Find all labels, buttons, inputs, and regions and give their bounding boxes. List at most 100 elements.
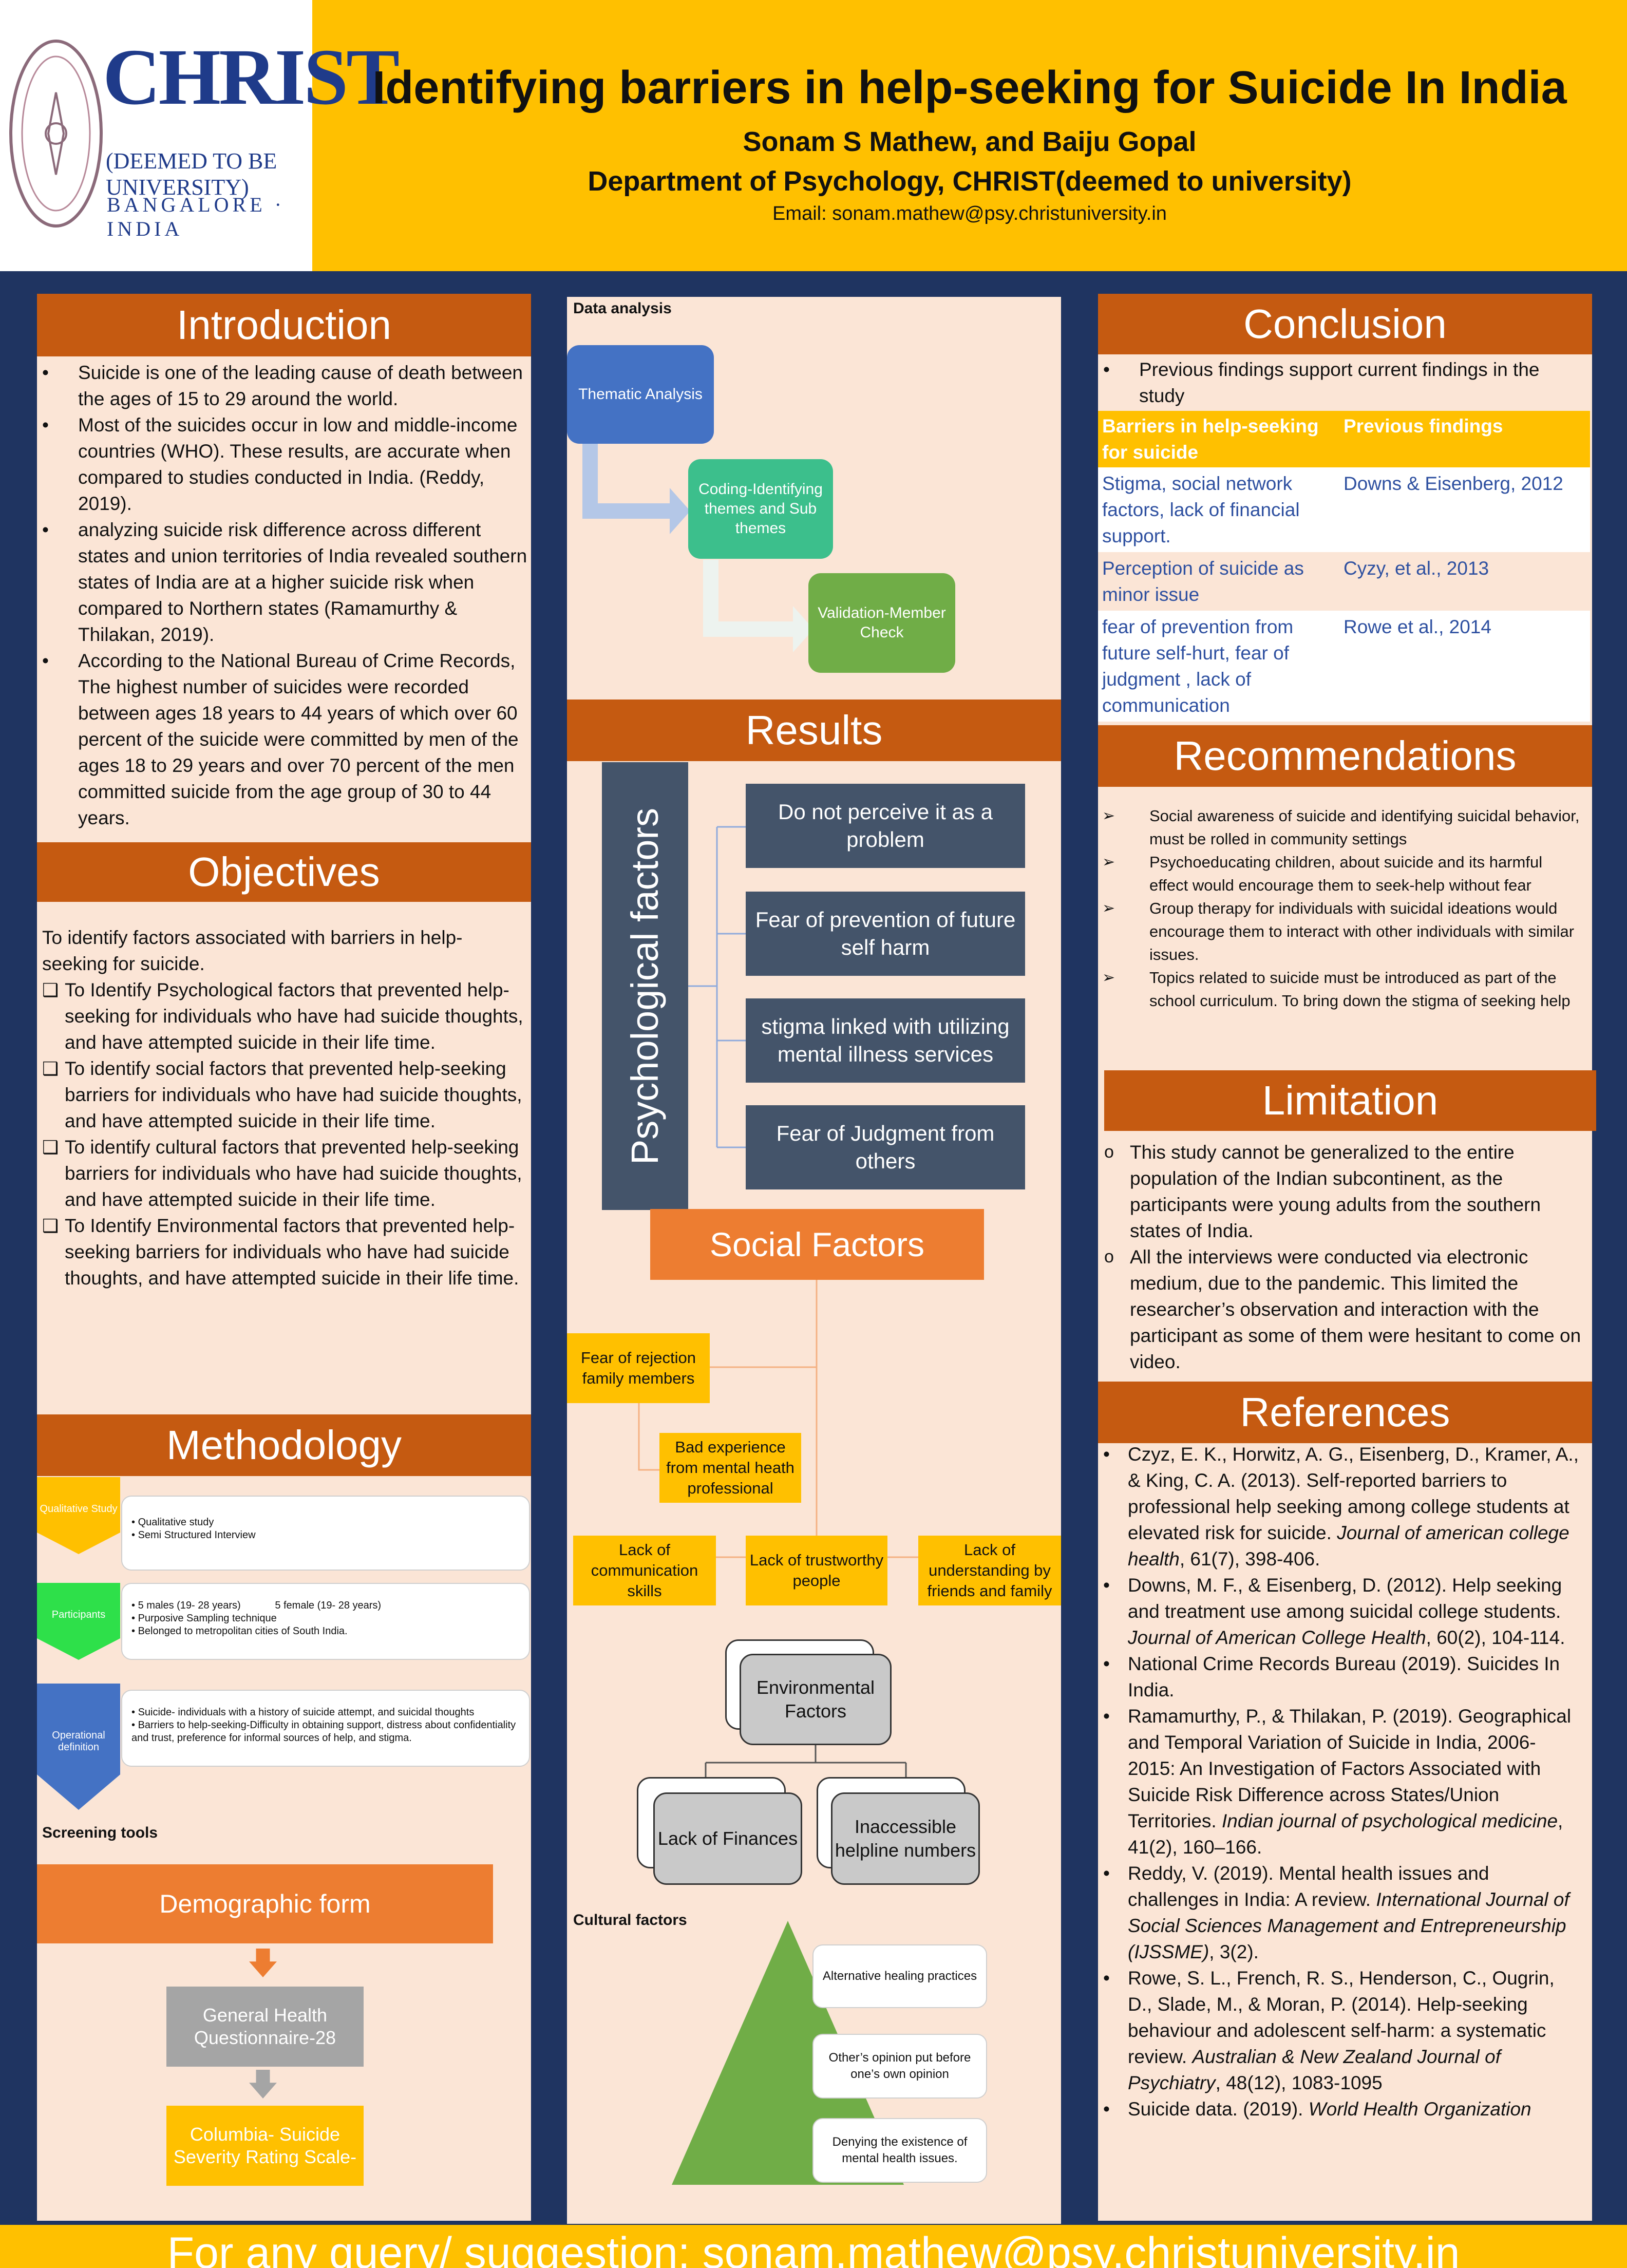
authors: Sonam S Mathew, and Baiju Gopal (743, 126, 1197, 157)
contact-email[interactable]: Email: sonam.mathew@psy.christuniversity… (772, 203, 1167, 224)
box-line: Purposive Sampling technique (131, 1612, 522, 1625)
footer-contact: For any query/ suggestion: sonam.mathew@… (0, 2225, 1627, 2268)
social-factor-box: Bad experience from mental heath profess… (659, 1433, 801, 1503)
reference-text: Suicide data. (2019). (1128, 2099, 1309, 2120)
cultural-factor-box: Other’s opinion put before one’s own opi… (812, 2034, 987, 2099)
list-item: To identify social factors that prevente… (42, 1055, 525, 1134)
list-item: To Identify Psychological factors that p… (42, 977, 525, 1055)
reference-journal: Journal of American College Health (1128, 1627, 1426, 1648)
psychological-connectors (688, 826, 746, 1148)
table-cell: Perception of suicide as minor issue (1098, 552, 1339, 611)
reference-item: Rowe, S. L., French, R. S., Henderson, C… (1098, 1965, 1583, 2096)
psychological-factors-label: Psychological factors (623, 807, 667, 1165)
table-cell: Downs & Eisenberg, 2012 (1339, 467, 1590, 552)
table-cell: fear of prevention from future self-hurt… (1098, 611, 1339, 722)
objectives-heading: Objectives (37, 842, 531, 902)
list-item: To Identify Environmental factors that p… (42, 1213, 525, 1291)
recommendations-heading: Recommendations (1098, 725, 1592, 787)
conclusion-list: Previous findings support current findin… (1098, 356, 1590, 409)
psych-factor-box: stigma linked with utilizing mental illn… (746, 998, 1025, 1083)
recommendations-list: Social awareness of suicide and identify… (1098, 804, 1581, 1012)
objectives-body: To identify factors associated with barr… (42, 924, 525, 1291)
table-cell: Stigma, social network factors, lack of … (1098, 467, 1339, 552)
bent-arrow-icon (582, 437, 690, 534)
references-list: Czyz, E. K., Horwitz, A. G., Eisenberg, … (1098, 1441, 1583, 2122)
reference-text: , 3(2). (1209, 1941, 1259, 1962)
reference-text: Reddy, V. (2019). Mental health issues a… (1128, 1863, 1489, 1910)
table-row: fear of prevention from future self-hurt… (1098, 611, 1590, 722)
list-item: Social awareness of suicide and identify… (1098, 804, 1581, 850)
box-line: Belonged to metropolitan cities of South… (131, 1625, 522, 1638)
demographic-form-box: Demographic form (37, 1864, 493, 1943)
reference-text: , 60(2), 104-114. (1426, 1627, 1565, 1648)
data-analysis-arrows (582, 437, 814, 652)
reference-text: , 41(2), 160–166. (1128, 1810, 1563, 1858)
list-item: Topics related to suicide must be introd… (1098, 966, 1581, 1012)
reference-journal: World Health Organization (1308, 2099, 1531, 2120)
objectives-intro: To identify factors associated with barr… (42, 927, 463, 974)
reference-journal: Indian journal of psychological medicine (1221, 1810, 1558, 1831)
table-cell: Cyzy, et al., 2013 (1339, 552, 1590, 611)
psychological-factors-bar: Psychological factors (602, 762, 688, 1210)
results-heading: Results (567, 700, 1061, 761)
social-factor-box: Lack of trustworthy people (746, 1536, 887, 1605)
university-logo: CHRIST (DEEMED TO BE UNIVERSITY) BANGALO… (0, 0, 400, 271)
poster-header: CHRIST (DEEMED TO BE UNIVERSITY) BANGALO… (0, 0, 1627, 271)
table-header-row: Barriers in help-seeking for suicide Pre… (1098, 411, 1590, 467)
psych-factor-box: Fear of prevention of future self harm (746, 892, 1025, 976)
list-item: Psychoeducating children, about suicide … (1098, 850, 1581, 897)
limitation-list: This study cannot be generalized to the … (1098, 1139, 1589, 1375)
reference-text: , 48(12), 1083-1095 (1215, 2072, 1383, 2093)
introduction-heading: Introduction (37, 294, 531, 356)
logo-subtitle: (DEEMED TO BE UNIVERSITY) (106, 148, 277, 200)
list-item: Group therapy for individuals with suici… (1098, 897, 1581, 966)
reference-text: Ramamurthy, P., & Thilakan, P. (2019). G… (1128, 1706, 1572, 1831)
bent-arrow-icon (703, 560, 814, 652)
list-item: All the interviews were conducted via el… (1098, 1244, 1589, 1375)
list-item: Most of the suicides occur in low and mi… (37, 412, 527, 517)
qualitative-study-box: Qualitative study Semi Structured Interv… (121, 1496, 530, 1571)
table-header: Barriers in help-seeking for suicide (1098, 411, 1339, 467)
reference-text: , 61(7), 398-406. (1179, 1548, 1320, 1570)
reference-item: Czyz, E. K., Horwitz, A. G., Eisenberg, … (1098, 1441, 1583, 1572)
social-connectors (638, 1280, 968, 1558)
reference-journal: Journal of american college health (1128, 1522, 1569, 1570)
cultural-factors-label: Cultural factors (573, 1912, 687, 1929)
psych-factor-box: Fear of Judgment from others (746, 1105, 1025, 1189)
reference-item: Ramamurthy, P., & Thilakan, P. (2019). G… (1098, 1703, 1583, 1860)
operational-definition-box: Suicide- individuals with a history of s… (121, 1690, 530, 1767)
data-analysis-label: Data analysis (573, 300, 672, 317)
list-item: This study cannot be generalized to the … (1098, 1139, 1589, 1244)
box-line: Semi Structured Interview (131, 1529, 522, 1542)
conclusion-heading: Conclusion (1098, 294, 1592, 354)
reference-text: National Crime Records Bureau (2019). Su… (1128, 1653, 1560, 1700)
reference-text: Downs, M. F., & Eisenberg, D. (2012). He… (1128, 1575, 1562, 1622)
table-row: Stigma, social network factors, lack of … (1098, 467, 1590, 552)
reference-item: Suicide data. (2019). World Health Organ… (1098, 2096, 1583, 2122)
cultural-factor-box: Alternative healing practices (812, 1944, 987, 2008)
logo-location: BANGALORE · INDIA (107, 193, 285, 240)
poster-title: Identifying barriers in help-seeking for… (372, 62, 1567, 114)
social-factor-box: Fear of rejection family members (567, 1333, 710, 1403)
table-row: Perception of suicide as minor issue Cyz… (1098, 552, 1590, 611)
list-item: To identify cultural factors that preven… (42, 1134, 525, 1213)
env-factor-box: Inaccessible helpline numbers (831, 1792, 980, 1885)
university-seal-icon (9, 40, 103, 228)
list-item: analyzing suicide risk difference across… (37, 517, 527, 648)
list-item: Previous findings support current findin… (1098, 356, 1590, 409)
box-line: Qualitative study (131, 1516, 522, 1529)
social-factor-box: Lack of communication skills (573, 1536, 716, 1605)
reference-item: Reddy, V. (2019). Mental health issues a… (1098, 1860, 1583, 1965)
box-line: Barriers to help-seeking-Difficulty in o… (131, 1719, 522, 1745)
table-header: Previous findings (1339, 411, 1590, 467)
cultural-factor-box: Denying the existence of mental health i… (812, 2118, 987, 2183)
list-item: According to the National Bureau of Crim… (37, 648, 527, 831)
environmental-factors-box: Environmental Factors (740, 1654, 892, 1745)
objectives-list: To Identify Psychological factors that p… (42, 977, 525, 1291)
box-line: Suicide- individuals with a history of s… (131, 1706, 522, 1719)
introduction-list: Suicide is one of the leading cause of d… (37, 360, 527, 831)
logo-wordmark: CHRIST (103, 32, 400, 121)
columbia-scale-box: Columbia- Suicide Severity Rating Scale- (166, 2106, 364, 2186)
ghq-box: General Health Questionnaire-28 (166, 1987, 364, 2067)
findings-table: Barriers in help-seeking for suicide Pre… (1098, 411, 1590, 722)
